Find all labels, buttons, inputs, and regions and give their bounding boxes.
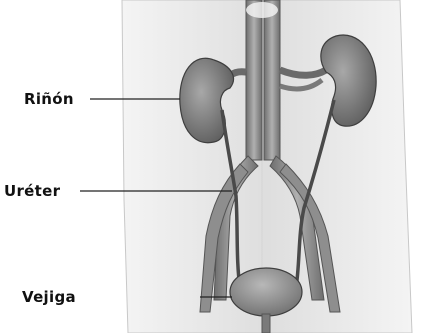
aorta xyxy=(246,0,262,160)
vessel-top-highlight xyxy=(246,2,278,18)
vena-cava xyxy=(264,0,280,160)
urethra xyxy=(262,314,270,333)
bladder xyxy=(230,268,302,316)
label-ureter: Uréter xyxy=(4,182,60,200)
label-bladder: Vejiga xyxy=(22,288,76,306)
label-kidney: Riñón xyxy=(24,90,74,108)
